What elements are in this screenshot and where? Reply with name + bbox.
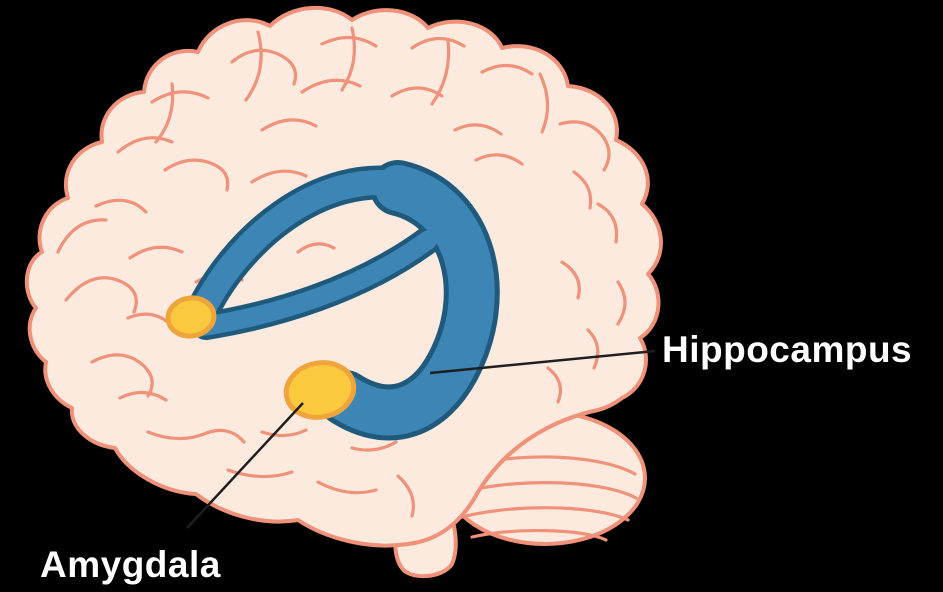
fornix-upper-band (187, 170, 418, 329)
hippocampus-leader-line (429, 349, 656, 375)
amygdala-small-node (165, 295, 217, 339)
fornix-lower-band (196, 230, 438, 336)
amygdala-structure (165, 295, 357, 420)
hippocampus-body (322, 165, 495, 436)
leader-lines (186, 349, 656, 529)
sulci-lines (56, 26, 627, 518)
hippocampus-label: Hippocampus (662, 329, 913, 370)
amygdala-leader-line (186, 402, 304, 529)
hippocampus-structure (183, 160, 500, 441)
amygdala-label: Amygdala (40, 544, 221, 585)
